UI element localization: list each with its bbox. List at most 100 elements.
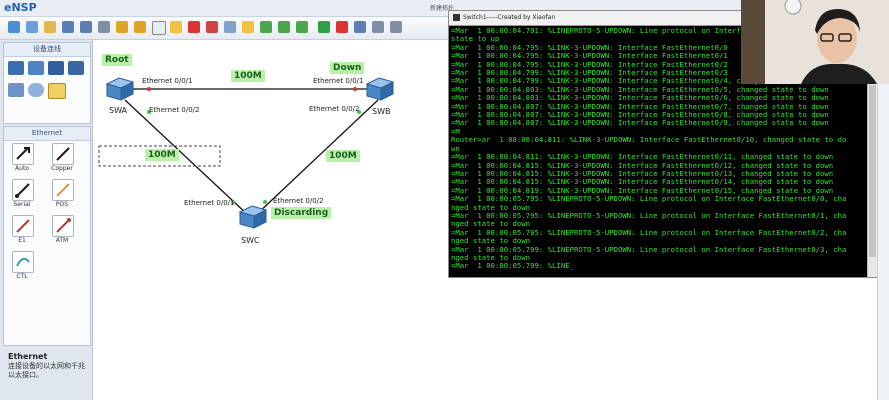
stop-device-icon[interactable] [336,21,348,33]
pc-category-icon[interactable] [8,83,24,97]
console-scroll-thumb[interactable] [869,85,876,257]
console-line: nged state to down [451,236,531,246]
console-line: =Mar 1 00:00:04.803: %LINK-3-UPDOWN: Int… [451,93,829,103]
console-line: =Mar 1 00:00:04.807: %LINK-3-UPDOWN: Int… [451,118,829,128]
cable-category-icon[interactable] [48,83,66,99]
root-tag: Root [102,54,132,66]
speed-label-bc: 100M [326,150,360,162]
console-line: nged state to down [451,219,531,229]
window-title: 新建拓扑 [430,5,455,12]
presenter-video [741,0,889,84]
console-line: =Mar 1 00:00:04.803: %LINK-3-UPDOWN: Int… [451,84,829,94]
topology-links [98,87,379,216]
save-as-icon[interactable] [80,21,92,33]
port-status-indicator [147,110,151,114]
start-device-icon[interactable] [318,21,330,33]
cable-label: Auto [15,165,29,172]
cable-label: POS [55,201,69,208]
text-icon[interactable] [224,21,236,33]
cable-label: CTL [16,273,28,280]
capture-icon[interactable] [354,21,366,33]
node-label: SWC [241,236,260,245]
switch-swc[interactable] [238,203,268,231]
redo-icon[interactable] [134,21,146,33]
console-line: =Mar 1 00:00:04.815: %LINK-3-UPDOWN: Int… [451,177,834,187]
window-icon[interactable] [372,21,384,33]
console-line: =Mar 1 00:00:04.795: %LINK-3-UPDOWN: Int… [451,42,728,52]
port-label: Ethernet 0/0/1 [313,77,364,85]
ctl-cable-button[interactable] [12,251,34,273]
atm-cable-button[interactable] [52,215,74,237]
console-line: =Mar 1 00:00:04.799: %LINK-3-UPDOWN: Int… [451,68,728,78]
delete-icon[interactable] [188,21,200,33]
console-line: =M [451,126,460,136]
port-label: Ethernet 0/0/2 [149,106,200,114]
port-status-indicator [357,110,361,114]
e1-cable-button[interactable] [12,215,34,237]
ctl-cable-icon [16,257,30,267]
device-panel: 设备连线 [3,42,91,124]
delete-link-icon[interactable] [206,21,218,33]
switch-swb[interactable] [365,75,395,103]
save-icon[interactable] [62,21,74,33]
console-line: =Mar 1 00:00:04.815: %LINK-3-UPDOWN: Int… [451,160,834,170]
console-line: =Mar 1 00:00:05.795: %LINEPROTO-5-UPDOWN… [451,210,847,220]
port-label: Ethernet 0/0/2 [309,105,360,113]
zoom-out-icon[interactable] [278,21,290,33]
switch-icon [365,77,395,101]
switch-category-icon[interactable] [28,61,44,75]
port-status-indicator [263,200,267,204]
cable-label: E1 [18,237,26,244]
pos-cable-button[interactable] [52,179,74,201]
undo-icon[interactable] [116,21,128,33]
console-line: =Mar 1 00:00:04.807: %LINK-3-UPDOWN: Int… [451,101,829,111]
select-icon[interactable] [152,21,166,35]
app-logo: eNSP [4,1,37,14]
console-line: wn [451,143,460,153]
serial-cable-button[interactable] [12,179,34,201]
console-scrollbar[interactable] [867,25,877,277]
cable-panel-title: Ethernet [4,127,90,141]
switch-swa[interactable] [105,75,135,103]
port-status-indicator [231,200,235,204]
selection-rectangle[interactable] [98,145,221,167]
port-label: Ethernet 0/0/1 [142,77,193,85]
console-line: Router>ar 1 00:00:04.811: %LINK-3-UPDOWN… [451,135,847,145]
zoom-in-icon[interactable] [260,21,272,33]
drag-icon[interactable] [170,21,182,33]
firewall-category-icon[interactable] [68,61,84,75]
right-panel-edge [877,84,889,400]
port-status-indicator [353,87,357,91]
link-swa-swc[interactable] [124,99,249,216]
new-icon[interactable] [8,21,20,33]
console-line: =Mar 1 00:00:04.795: %LINK-3-UPDOWN: Int… [451,51,728,61]
open-icon[interactable] [44,21,56,33]
cable-panel: Ethernet Auto Copper Serial POS E1 ATM C… [3,126,91,346]
switch-icon [238,205,268,229]
rectangle-icon[interactable] [242,21,254,33]
console-icon [453,14,460,21]
print-icon[interactable] [98,21,110,33]
grid-icon[interactable] [390,21,402,33]
console-line: =Mar 1 00:00:04.811: %LINK-3-UPDOWN: Int… [451,152,834,162]
node-label: SWA [109,106,128,115]
auto-cable-button[interactable] [12,143,34,165]
console-line: nged state to down [451,202,531,212]
fit-icon[interactable] [296,21,308,33]
console-line: =Mar 1 00:00:05.795: %LINEPROTO-5-UPDOWN… [451,194,847,204]
console-line: =Mar 1 00:00:04.819: %LINK-3-UPDOWN: Int… [451,185,834,195]
console-line: =Mar 1 00:00:04.807: %LINK-3-UPDOWN: Int… [451,110,829,120]
cable-label: Serial [13,201,31,208]
router-category-icon[interactable] [8,61,24,75]
description-title: Ethernet [8,352,48,361]
new-topology-icon[interactable] [26,21,38,33]
wlan-category-icon[interactable] [48,61,64,75]
copper-cable-icon [56,147,70,161]
atm-cable-icon [56,218,71,233]
cloud-category-icon[interactable] [28,83,44,97]
link-swb-swc[interactable] [255,99,379,216]
down-tag: Down [330,62,365,74]
console-line: state to up [451,34,500,44]
copper-cable-button[interactable] [52,143,74,165]
console-line: =Mar 1 00:00:05.799: %LINE_ [451,261,575,271]
